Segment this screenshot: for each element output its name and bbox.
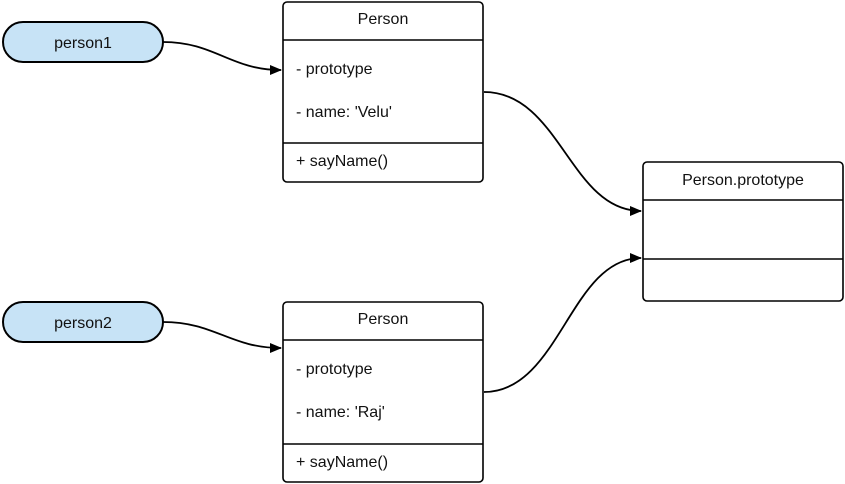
method-sayname: + sayName() (296, 454, 388, 471)
person1-node: person1 (2, 21, 164, 63)
connector-person2-to-person (162, 321, 282, 353)
person2-label: person2 (54, 315, 112, 332)
prototype-title: Person.prototype (682, 172, 804, 189)
person2-node: person2 (2, 301, 164, 343)
person1-label: person1 (54, 35, 112, 52)
person-prototype-box: Person.prototype (642, 161, 844, 302)
class-box-frame (282, 301, 484, 483)
prototype-box-frame (642, 161, 844, 302)
person1-ellipse (2, 21, 164, 63)
attribute-prototype: - prototype (296, 61, 373, 78)
attribute-prototype: - prototype (296, 361, 373, 378)
class-title: Person (358, 11, 409, 28)
method-sayname: + sayName() (296, 153, 388, 170)
person-class-box-velu: Person - prototype - name: 'Velu' + sayN… (282, 1, 484, 183)
connector-person-raj-to-prototype (483, 253, 642, 393)
class-box-frame (282, 1, 484, 183)
connector-person-velu-to-prototype (483, 91, 642, 216)
person2-ellipse (2, 301, 164, 343)
person-class-box-raj: Person - prototype - name: 'Raj' + sayNa… (282, 301, 484, 483)
connector-person1-to-person (162, 41, 282, 75)
class-title: Person (358, 311, 409, 328)
attribute-name: - name: 'Velu' (296, 104, 392, 121)
attribute-name: - name: 'Raj' (296, 404, 385, 421)
